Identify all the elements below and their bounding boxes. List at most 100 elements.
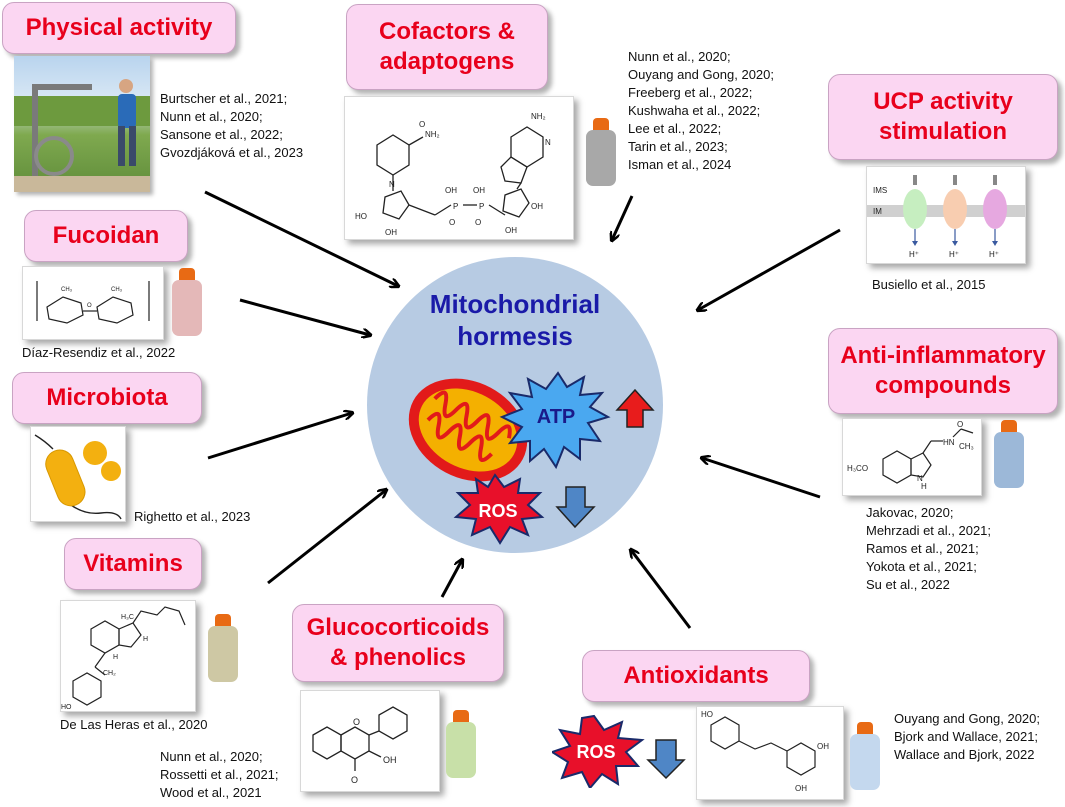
bacteria-icon [34, 434, 122, 520]
chem-oh-2: OH [445, 186, 457, 195]
down-arrow-small-icon [646, 739, 686, 780]
arrow-ucp [698, 228, 841, 310]
res-oh-1: OH [817, 742, 829, 751]
refs-ucp: Busiello et al., 2015 [872, 277, 986, 292]
resveratrol-structure-icon: HO OH OH [701, 710, 829, 793]
refs-antioxidants: Ouyang and Gong, 2020; Bjork and Wallace… [894, 711, 1041, 762]
fucoidan-structure-box: CH₃ CH₃ O [22, 266, 164, 340]
vitd-h3c: H₃C [121, 614, 134, 621]
person-exercising-photo [14, 56, 150, 192]
chem-n-1: N [389, 180, 395, 189]
flavonol-structure-box: O O OH [300, 690, 440, 792]
label-microbiota: Microbiota [12, 372, 202, 424]
chem-p-1: P [453, 202, 458, 211]
nad-structure-icon: NH₂ O N OH HO P P OH OH O O NH₂ OH OH N [355, 112, 551, 237]
arrow-cofactors [612, 195, 634, 240]
label-ucp: UCP activity stimulation [828, 74, 1058, 160]
label-antioxidants: Antioxidants [582, 650, 810, 702]
label-physical-activity: Physical activity [2, 2, 236, 54]
mitochondrion-icon [408, 378, 528, 482]
fuc-ch3-2: CH₃ [111, 287, 123, 293]
flavonol-structure-icon: O O OH [312, 706, 408, 785]
ros-small-label: ROS [576, 742, 615, 762]
resveratrol-structure-box: HO OH OH [696, 706, 844, 800]
refs-fucoidan: Díaz-Resendiz et al., 2022 [22, 345, 176, 360]
mel-h3co: H₃CO [847, 464, 868, 473]
chem-p-2: P [479, 202, 484, 211]
chem-o-2: O [449, 218, 455, 227]
refs-anti-inflammatory: Jakovac, 2020; Mehrzadi et al., 2021; Ra… [866, 505, 992, 592]
chem-o-1: O [419, 120, 425, 129]
refs-glucocorticoids: Nunn et al., 2020; Rossetti et al., 2021… [160, 749, 279, 800]
hormesis-circle [367, 257, 663, 553]
label-anti-inflammatory: Anti-inflammatory compounds [828, 328, 1058, 414]
ucp-diagram-icon: IMS IM H⁺ H⁺ H⁺ [867, 175, 1025, 259]
arrow-microbiota [207, 413, 352, 460]
chem-oh-5: OH [531, 202, 543, 211]
up-arrow-icon [615, 388, 655, 428]
refs-vitamins: De Las Heras et al., 2020 [60, 717, 208, 732]
ucp-ims-label: IMS [873, 186, 887, 195]
arrow-fucoidan [239, 298, 370, 335]
chem-oh-1: OH [385, 228, 397, 237]
chem-ho-1: HO [355, 212, 367, 221]
mel-n: N [917, 474, 923, 483]
flav-o-2: O [353, 717, 360, 727]
chem-nh2-2: NH₂ [531, 112, 546, 121]
vitd-ho: HO [61, 704, 72, 711]
melatonin-structure-box: H₃CO HN O CH₃ H N [842, 418, 982, 496]
chem-oh-3: OH [473, 186, 485, 195]
arrow-antiox [631, 550, 692, 629]
ros-small-star-icon [552, 714, 645, 788]
ucp-im-label: IM [873, 207, 882, 216]
antioxidants-ros-icon: ROS [552, 714, 686, 788]
vitd-h-2: H [113, 654, 118, 661]
arrow-gluco [440, 560, 462, 598]
fucoidan-structure-icon: CH₃ CH₃ O [36, 281, 150, 324]
mel-o: O [957, 420, 963, 429]
ros-star-icon [453, 473, 545, 545]
vitamin-d-structure-icon: H₃C H H CH₂ HO [61, 606, 186, 711]
ucp-proton-3: H⁺ [989, 250, 999, 259]
flav-o-1: O [351, 775, 358, 785]
res-ho: HO [701, 710, 713, 719]
arrow-physical [204, 190, 398, 286]
chem-n-2: N [545, 138, 551, 147]
ucp-proton-2: H⁺ [949, 250, 959, 259]
center-title-line-2: hormesis [457, 321, 573, 351]
atp-label: ATP [537, 406, 576, 428]
refs-physical-activity: Burtscher et al., 2021; Nunn et al., 202… [160, 91, 304, 160]
refs-microbiota: Righetto et al., 2023 [134, 509, 251, 524]
vitd-h-1: H [143, 636, 148, 643]
fuc-o: O [87, 303, 92, 309]
fuc-ch3-1: CH₃ [61, 287, 73, 293]
mel-ch3: CH₃ [959, 442, 974, 451]
label-glucocorticoids: Glucocorticoids & phenolics [292, 604, 504, 682]
ros-label: ROS [478, 501, 517, 521]
vitamin-d-structure-box: H₃C H H CH₂ HO [60, 600, 196, 712]
mel-h: H [921, 482, 927, 491]
chem-nh2-1: NH₂ [425, 130, 440, 139]
chem-o-3: O [475, 218, 481, 227]
ucp-diagram-box: IMS IM H⁺ H⁺ H⁺ [866, 166, 1026, 264]
vitd-ch2: CH₂ [103, 670, 116, 677]
atp-star-icon [499, 371, 611, 470]
arrow-vitamins [267, 490, 386, 585]
ucp-proton-1: H⁺ [909, 250, 919, 259]
ucp-protein-1 [903, 175, 927, 246]
ucp-protein-2 [943, 175, 967, 246]
arrow-anti [702, 458, 821, 499]
flav-oh: OH [383, 755, 397, 765]
res-oh-2: OH [795, 784, 807, 793]
down-arrow-icon [555, 486, 596, 529]
label-cofactors: Cofactors & adaptogens [346, 4, 548, 90]
nad-structure-box: NH₂ O N OH HO P P OH OH O O NH₂ OH OH N [344, 96, 574, 240]
ucp-protein-3 [983, 175, 1007, 246]
chem-oh-4: OH [505, 226, 517, 235]
central-hormesis-diagram: Mitochondrial hormesis ATP ROS [367, 257, 663, 553]
mel-hn: HN [943, 438, 955, 447]
label-vitamins: Vitamins [64, 538, 202, 590]
label-fucoidan: Fucoidan [24, 210, 188, 262]
center-title-line-1: Mitochondrial [430, 289, 600, 319]
